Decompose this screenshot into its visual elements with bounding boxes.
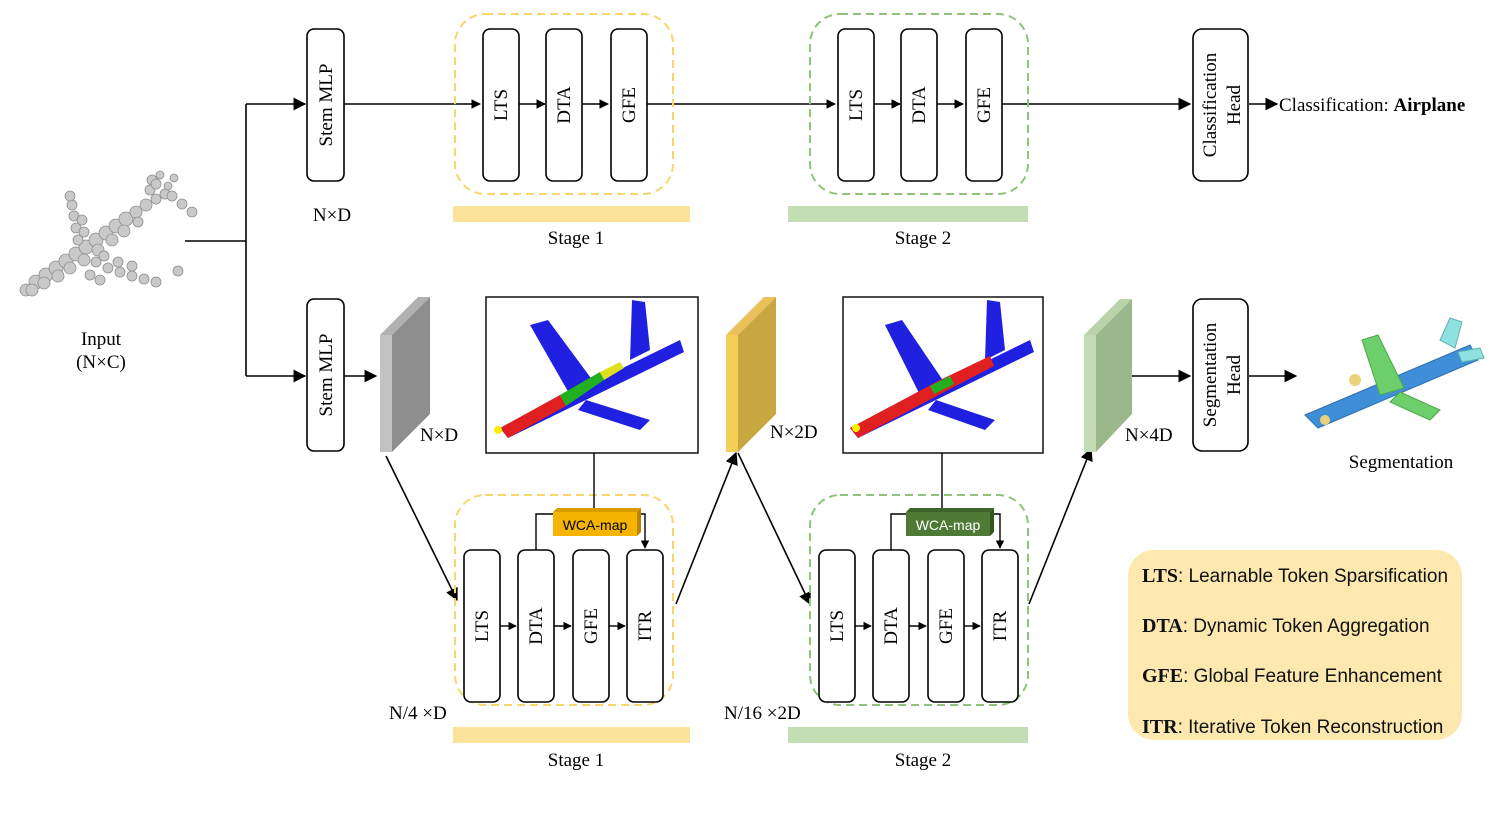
feature-map-n2d <box>726 297 776 452</box>
seg-stage1-attention-plane <box>494 300 684 438</box>
classification-output-prefix: Classification: <box>1279 95 1394 116</box>
seg-stage2-label: Stage 2 <box>895 750 951 771</box>
segmentation-output-plane <box>1304 317 1485 429</box>
seg-dim-stem-label: N×D <box>420 425 458 446</box>
seg-stage1-label: Stage 1 <box>548 750 604 771</box>
seg-stem-mlp-label: Stem MLP <box>316 334 337 417</box>
segmentation-head-block <box>1192 298 1249 452</box>
seg-stage1-frame <box>454 494 674 706</box>
seg-stage1-itr-block <box>626 549 664 703</box>
legend-text: : Learnable Token Sparsification <box>1177 566 1449 587</box>
input-shape-label: (N×C) <box>76 352 126 373</box>
cls-stage2-dta-label: DTA <box>909 86 930 124</box>
input-label: Input <box>81 329 122 350</box>
seg-stage2-dta-label: DTA <box>881 607 902 645</box>
cls-stage1-gfe-label: GFE <box>619 87 640 123</box>
seg-dim-stage1-tokens-label: N/4 ×D <box>389 703 447 724</box>
seg-stage1-itr-label: ITR <box>635 610 656 641</box>
legend-abbr: GFE <box>1142 665 1184 687</box>
cls-stage2-bar <box>788 206 1028 222</box>
seg-stage2-gfe-label: GFE <box>936 608 957 644</box>
classification-output-class: Airplane <box>1394 95 1466 116</box>
cls-dim-label: N×D <box>313 205 351 226</box>
segmentation-head-line1: Segmentation <box>1200 322 1221 427</box>
cls-stem-mlp-block <box>306 28 345 182</box>
legend-text: : Iterative Token Reconstruction <box>1177 717 1444 738</box>
classification-head-line2: Head <box>1224 84 1245 125</box>
cls-stage2-lts-label: LTS <box>846 89 867 121</box>
legend-abbr: DTA <box>1142 615 1183 637</box>
seg-dim-stage2-out-label: N×4D <box>1125 425 1173 446</box>
cls-stage1-lts-label: LTS <box>491 89 512 121</box>
feature-map-n4d <box>1084 299 1132 452</box>
cls-stage2-lts-block <box>837 28 875 182</box>
segmentation-output-label: Segmentation <box>1349 452 1454 473</box>
seg-dim-stage1-out-label: N×2D <box>770 422 818 443</box>
cls-stage2-label: Stage 2 <box>895 228 951 249</box>
cls-stage1-frame <box>454 13 674 195</box>
classification-head-line1: Classification <box>1200 52 1221 157</box>
seg-stem-mlp-block <box>306 298 345 452</box>
seg-stage1-dta-label: DTA <box>526 607 547 645</box>
seg-stage2-frame <box>809 494 1029 706</box>
cls-stage2-gfe-label: GFE <box>974 87 995 123</box>
seg-stage1-gfe-label: GFE <box>581 608 602 644</box>
cls-stage2-gfe-block <box>965 28 1003 182</box>
seg-dim-stage2-tokens-label: N/16 ×2D <box>724 703 801 724</box>
cls-stage1-label: Stage 1 <box>548 228 604 249</box>
seg-stage2-itr-label: ITR <box>990 610 1011 641</box>
feature-map-nd <box>380 297 430 452</box>
cls-stem-mlp-label: Stem MLP <box>316 64 337 147</box>
seg-stage2-lts-label: LTS <box>827 610 848 642</box>
classification-output: Classification: Airplane <box>1279 95 1465 116</box>
seg-stage2-wca-box <box>906 508 994 536</box>
cls-stage1-dta-block <box>545 28 583 182</box>
branch-connector <box>185 97 307 383</box>
seg-stage1-wca-label: WCA-map <box>563 517 628 533</box>
seg-stage2-attention-plane <box>850 300 1034 438</box>
cls-stage1-lts-block <box>482 28 520 182</box>
segmentation-branch: Stem MLP N×D LTS DTA GFE ITR <box>306 296 1485 771</box>
legend-abbr: LTS <box>1142 565 1178 587</box>
seg-stage1-lts-label: LTS <box>472 610 493 642</box>
seg-stage2-itr-block <box>981 549 1019 703</box>
segmentation-head-line2: Head <box>1224 354 1245 395</box>
seg-stage2-bar <box>788 727 1028 743</box>
legend-abbr: ITR <box>1142 716 1178 738</box>
seg-stage2-wca-label: WCA-map <box>916 517 981 533</box>
classification-branch: Stem MLP N×D LTS DTA GFE Stage 1 LTS DTA… <box>306 13 1465 249</box>
legend-text: : Global Feature Enhancement <box>1183 666 1442 687</box>
cls-stage2-frame <box>809 13 1029 195</box>
cls-stage1-gfe-block <box>610 28 648 182</box>
seg-stage1-wca-box <box>553 508 641 536</box>
legend-item-dta: DTA: Dynamic Token Aggregation <box>1142 615 1430 638</box>
cls-stage1-bar <box>453 206 690 222</box>
legend-item-gfe: GFE: Global Feature Enhancement <box>1142 665 1442 688</box>
cls-stage1-dta-label: DTA <box>554 86 575 124</box>
legend-item-itr: ITR: Iterative Token Reconstruction <box>1142 716 1443 739</box>
cls-stage2-dta-block <box>900 28 938 182</box>
legend-text: : Dynamic Token Aggregation <box>1182 616 1430 637</box>
input-point-cloud <box>19 170 198 297</box>
classification-head-block <box>1192 28 1249 182</box>
legend-item-lts: LTS: Learnable Token Sparsification <box>1142 565 1448 588</box>
legend-box: LTS: Learnable Token Sparsification DTA:… <box>1128 550 1462 740</box>
seg-stage1-bar <box>453 727 690 743</box>
